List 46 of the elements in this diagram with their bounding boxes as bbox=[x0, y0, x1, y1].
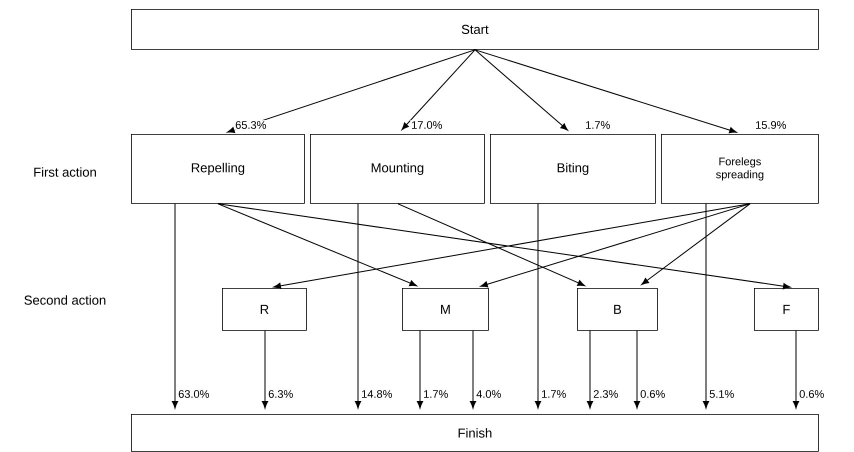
arrow bbox=[218, 203, 417, 286]
arrow bbox=[227, 49, 476, 134]
process-box: F bbox=[754, 288, 819, 331]
process-box: B bbox=[577, 288, 658, 331]
row-label: First action bbox=[34, 167, 96, 177]
edge-label: 1.7% bbox=[540, 389, 568, 399]
arrow bbox=[586, 330, 594, 408]
edge-label: 2.3% bbox=[592, 389, 620, 399]
process-box: Finish bbox=[131, 414, 819, 452]
row-label: Second action bbox=[24, 295, 106, 305]
edge-label: 6.3% bbox=[267, 389, 294, 399]
arrow bbox=[634, 330, 640, 408]
edge-label: 1.7% bbox=[422, 389, 450, 399]
arrow bbox=[218, 203, 791, 290]
edge-label: 4.0% bbox=[475, 389, 502, 399]
process-box: Biting bbox=[490, 134, 656, 204]
arrow bbox=[474, 49, 568, 131]
arrow bbox=[354, 203, 362, 408]
arrow bbox=[416, 330, 424, 408]
edge-label: 0.6% bbox=[798, 389, 826, 399]
process-box: R bbox=[222, 288, 307, 331]
edge-label: 0.6% bbox=[639, 389, 666, 399]
process-box: Forelegs spreading bbox=[661, 134, 819, 204]
arrow bbox=[474, 49, 737, 134]
process-box: Mounting bbox=[310, 134, 485, 204]
process-box: M bbox=[402, 288, 489, 331]
arrow bbox=[172, 203, 178, 408]
arrow bbox=[480, 203, 750, 288]
arrow bbox=[402, 49, 476, 130]
arrow bbox=[398, 203, 586, 286]
edge-label: 65.3% bbox=[234, 120, 268, 130]
arrow bbox=[641, 203, 750, 285]
arrow bbox=[702, 203, 710, 408]
edge-label: 5.1% bbox=[708, 389, 736, 399]
arrow bbox=[470, 330, 476, 408]
process-box: Start bbox=[131, 9, 819, 50]
edge-label: 17.0% bbox=[410, 120, 444, 130]
process-box: Repelling bbox=[131, 134, 305, 204]
edge-label: 14.8% bbox=[360, 389, 394, 399]
arrow bbox=[534, 203, 542, 408]
arrow bbox=[273, 203, 750, 289]
edge-label: 63.0% bbox=[177, 389, 210, 399]
edge-label: 15.9% bbox=[754, 120, 788, 130]
edge-label: 1.7% bbox=[584, 120, 612, 130]
arrow bbox=[262, 330, 268, 408]
arrow bbox=[792, 330, 800, 408]
